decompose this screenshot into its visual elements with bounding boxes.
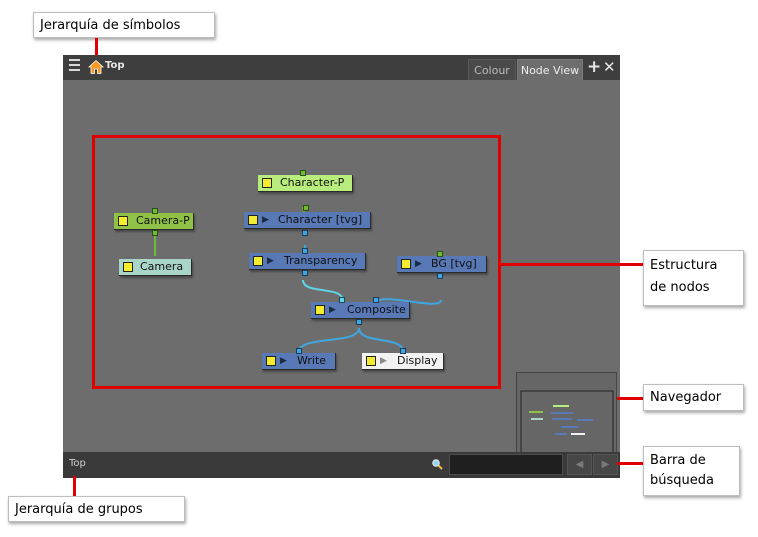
node-bg[interactable]: ▶ BG [tvg] <box>397 256 487 273</box>
play-icon: ▶ <box>267 256 274 266</box>
play-icon: ▶ <box>380 356 387 366</box>
group-hierarchy-callout: Jerarquía de grupos <box>8 496 185 522</box>
node-view-toolbar: Top Colour Node View + ✕ <box>63 55 620 80</box>
node-label: Write <box>297 354 327 367</box>
close-icon[interactable]: ✕ <box>603 58 616 76</box>
node-port[interactable] <box>152 208 158 214</box>
navigator-callout-text: Navegador <box>650 390 722 405</box>
node-label: Display <box>397 354 438 367</box>
node-label: Character-P <box>280 176 345 189</box>
symbol-hierarchy-callout-text: Jerarquía de símbolos <box>40 18 181 33</box>
node-enable-icon[interactable] <box>253 256 263 266</box>
search-bar: Top ◀ ▶ <box>63 452 620 478</box>
node-view-window: Top Colour Node View + ✕ Character-P Cam… <box>63 55 620 478</box>
search-input[interactable] <box>449 454 563 475</box>
group-hierarchy-pointer <box>73 476 76 496</box>
node-structure-callout-line1: Estructura <box>650 258 718 273</box>
node-port[interactable] <box>296 348 302 354</box>
group-hierarchy-callout-text: Jerarquía de grupos <box>15 502 143 517</box>
search-icon <box>432 459 443 470</box>
symbol-breadcrumb[interactable]: Top <box>105 60 125 71</box>
search-bar-callout-line2: búsqueda <box>650 473 714 488</box>
search-bar-callout-line1: Barra de <box>650 453 706 468</box>
play-icon: ▶ <box>329 305 336 315</box>
node-enable-icon[interactable] <box>123 262 133 272</box>
node-character-p[interactable]: Character-P <box>258 175 353 192</box>
play-icon: ▶ <box>280 356 287 366</box>
next-result-button[interactable]: ▶ <box>593 454 618 475</box>
node-display[interactable]: ▶ Display <box>362 353 444 370</box>
node-write[interactable]: ▶ Write <box>262 353 336 370</box>
node-port[interactable] <box>437 273 443 279</box>
node-port[interactable] <box>303 205 309 211</box>
node-enable-icon[interactable] <box>248 215 258 225</box>
node-structure-callout: Estructura de nodos <box>643 250 744 306</box>
symbol-hierarchy-callout: Jerarquía de símbolos <box>33 12 215 38</box>
tab-colour[interactable]: Colour <box>468 59 516 80</box>
play-icon: ▶ <box>262 215 269 225</box>
search-bar-pointer <box>617 462 643 465</box>
node-enable-icon[interactable] <box>315 305 325 315</box>
node-enable-icon[interactable] <box>366 356 376 366</box>
previous-result-button[interactable]: ◀ <box>567 454 592 475</box>
symbol-hierarchy-pointer <box>95 38 98 56</box>
node-camera[interactable]: Camera <box>119 259 192 276</box>
menu-icon[interactable] <box>69 59 83 73</box>
node-structure-pointer <box>500 263 643 266</box>
node-label: Camera-P <box>136 214 190 227</box>
plus-icon[interactable]: + <box>587 57 602 77</box>
node-character[interactable]: ▶ Character [tvg] <box>244 212 371 229</box>
node-enable-icon[interactable] <box>266 356 276 366</box>
node-label: Transparency <box>284 254 358 267</box>
play-icon: ▶ <box>415 259 422 269</box>
node-port[interactable] <box>302 248 308 254</box>
node-canvas[interactable]: Character-P Camera-P ▶ Character [tvg] C… <box>63 80 620 470</box>
node-structure-highlight <box>92 135 501 389</box>
node-structure-callout-line2: de nodos <box>650 280 710 295</box>
node-transparency[interactable]: ▶ Transparency <box>249 253 366 270</box>
node-enable-icon[interactable] <box>262 178 272 188</box>
navigator-callout: Navegador <box>643 384 744 411</box>
node-label: Character [tvg] <box>278 213 363 226</box>
node-camera-p[interactable]: Camera-P <box>114 213 194 230</box>
node-port[interactable] <box>300 170 306 176</box>
node-port[interactable] <box>152 230 158 236</box>
node-label: BG [tvg] <box>431 257 477 270</box>
node-enable-icon[interactable] <box>118 216 128 226</box>
navigator-pointer <box>617 397 643 400</box>
node-label: Composite <box>347 303 406 316</box>
tab-node-view[interactable]: Node View <box>517 59 583 80</box>
node-port[interactable] <box>302 270 308 276</box>
node-label: Camera <box>140 260 184 273</box>
node-port[interactable] <box>400 348 406 354</box>
connection-composite-write <box>298 327 360 353</box>
node-port[interactable] <box>339 297 345 303</box>
node-port[interactable] <box>373 297 379 303</box>
home-icon[interactable] <box>88 59 104 75</box>
group-breadcrumb[interactable]: Top <box>69 458 86 469</box>
node-port[interactable] <box>302 230 308 236</box>
node-port[interactable] <box>356 319 362 325</box>
node-port[interactable] <box>437 251 443 257</box>
search-bar-callout: Barra de búsqueda <box>643 446 740 496</box>
node-enable-icon[interactable] <box>401 259 411 269</box>
node-composite[interactable]: ▶ Composite <box>311 302 410 319</box>
